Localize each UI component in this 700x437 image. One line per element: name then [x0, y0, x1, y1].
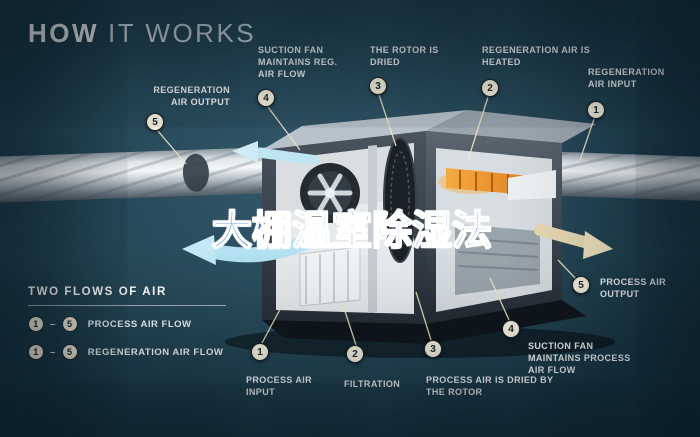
legend-badge-from: 1 — [28, 316, 44, 332]
suction-fan-housing — [455, 224, 540, 295]
page-title: HOW IT WORKS — [28, 18, 256, 49]
title-light: IT WORKS — [108, 18, 257, 48]
legend-row-regeneration: 1 – 5 REGENERATION AIR FLOW — [28, 344, 223, 360]
legend-label-regeneration: REGENERATION AIR FLOW — [87, 346, 224, 358]
callout-badge-top-5: 5 — [146, 113, 164, 131]
legend-badge-from: 1 — [28, 344, 44, 360]
label-regeneration-air-heated: REGENERATION AIR IS HEATED — [482, 45, 591, 68]
legend-heading: TWO FLOWS OF AIR — [28, 286, 167, 298]
legend-range-dash: – — [50, 318, 56, 330]
filter-panel — [299, 246, 361, 307]
callout-badge-bottom-5: 5 — [572, 276, 590, 294]
callout-badge-bottom-3: 3 — [424, 340, 442, 358]
label-regeneration-air-input: REGENERATION AIR INPUT — [588, 67, 665, 90]
callout-badge-top-3: 3 — [369, 77, 387, 95]
label-process-air-output: PROCESS AIR OUTPUT — [600, 277, 667, 300]
regeneration-out-arrow — [232, 141, 319, 165]
legend-row-process: 1 – 5 PROCESS AIR FLOW — [28, 316, 192, 332]
callout-badge-bottom-4: 4 — [502, 320, 520, 338]
label-rotor-is-dried: THE ROTOR IS DRIED — [370, 45, 439, 68]
callout-badge-bottom-2: 2 — [346, 345, 364, 363]
airflow-arrows — [182, 141, 613, 265]
callout-badge-top-4: 4 — [257, 89, 275, 107]
overlay-watermark-text: 大棚温室除湿法 — [211, 208, 493, 254]
legend-badge-to: 5 — [61, 344, 78, 360]
dehumidifier-unit — [262, 110, 596, 344]
label-filtration: FILTRATION — [344, 379, 401, 389]
label-regeneration-air-output: REGENERATION AIR OUTPUT — [153, 85, 230, 108]
callout-badge-top-1: 1 — [587, 101, 605, 119]
label-suction-fan-process: SUCTION FAN MAINTAINS PROCESS AIR FLOW — [528, 341, 631, 376]
label-suction-fan-reg: SUCTION FAN MAINTAINS REG. AIR FLOW — [258, 45, 338, 80]
right-duct — [527, 150, 700, 202]
title-bold: HOW — [28, 18, 100, 48]
rotor — [383, 137, 417, 263]
callout-badge-top-2: 2 — [481, 79, 499, 97]
callout-badge-bottom-1: 1 — [251, 343, 269, 361]
legend-divider — [28, 305, 226, 306]
legend-range-dash: – — [50, 346, 56, 358]
process-out-arrow — [534, 224, 613, 259]
legend-badge-to: 5 — [61, 316, 78, 332]
label-process-air-dried: PROCESS AIR IS DRIED BY THE ROTOR — [426, 375, 554, 398]
label-process-air-input: PROCESS AIR INPUT — [246, 375, 313, 398]
left-duct — [0, 146, 291, 203]
legend-label-process: PROCESS AIR FLOW — [87, 318, 192, 330]
process-in-arrow — [182, 235, 310, 265]
leader-lines — [157, 94, 595, 346]
